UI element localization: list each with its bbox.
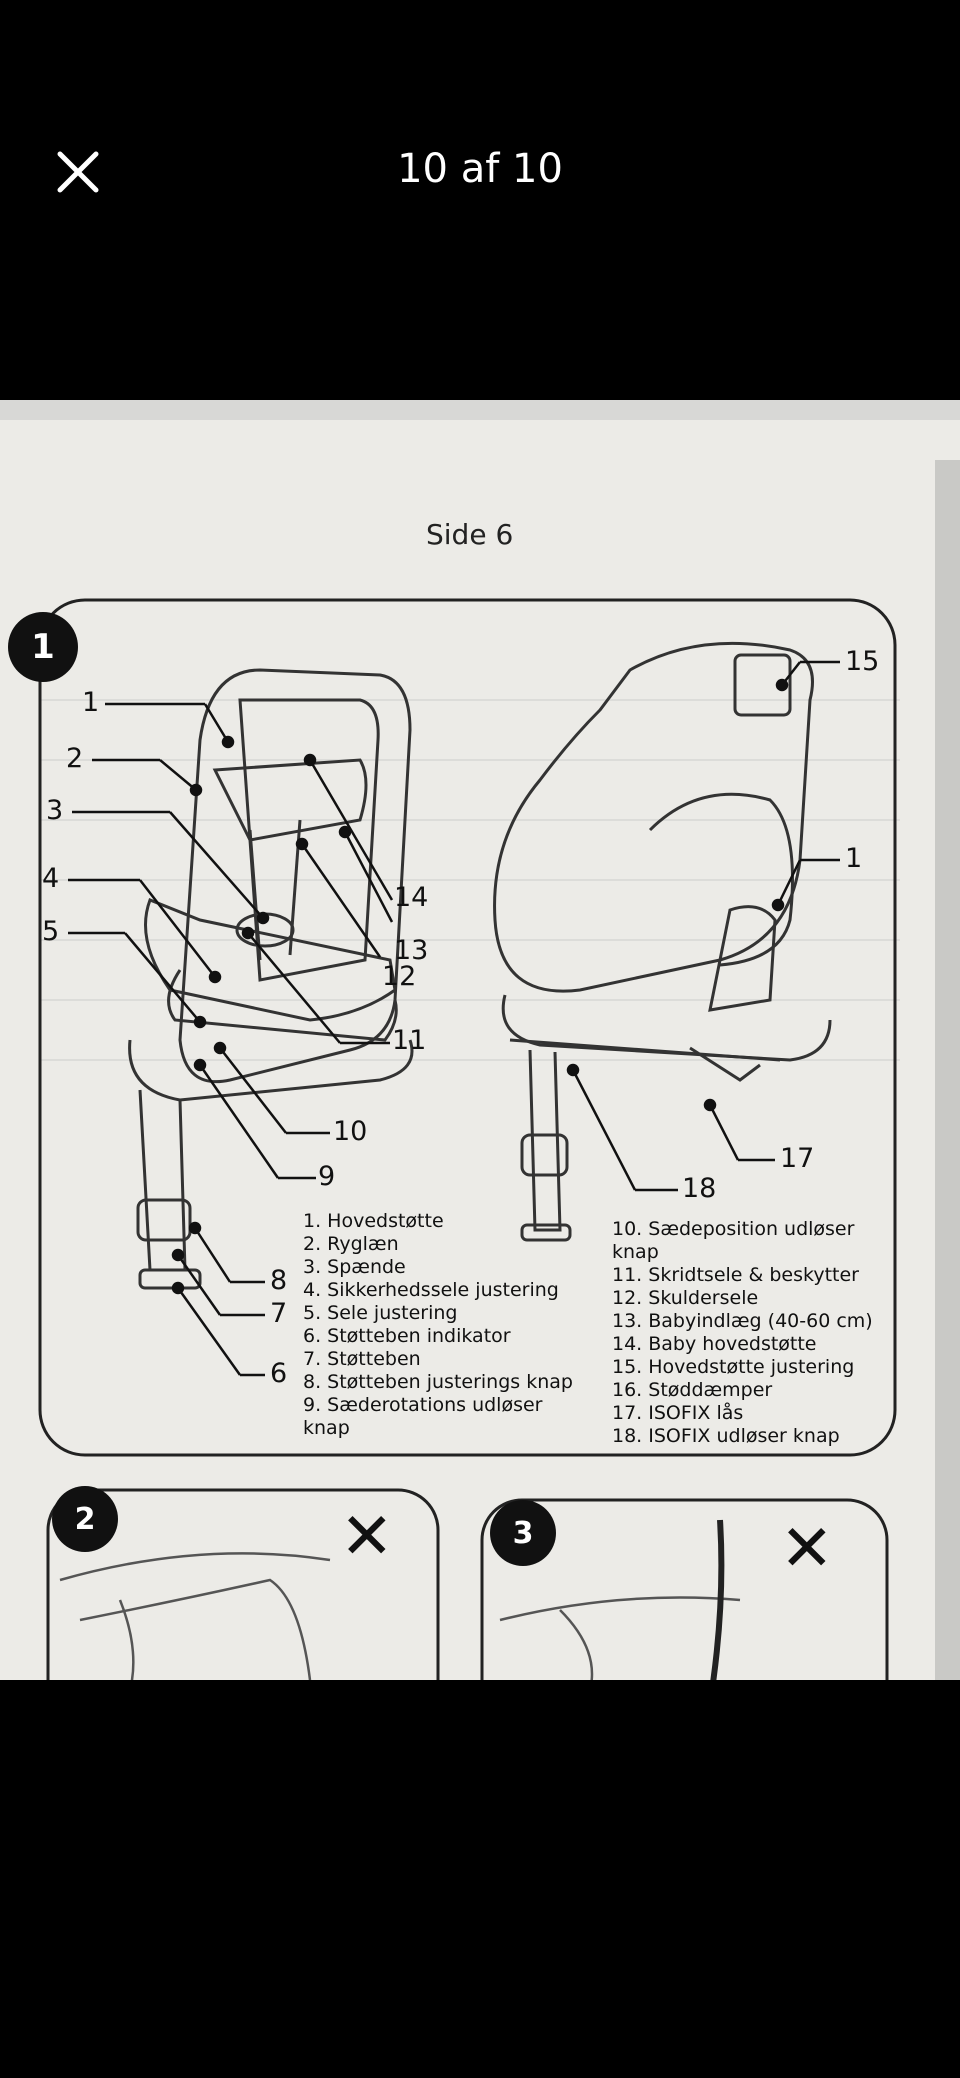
legend-item: 12. Skuldersele xyxy=(612,1287,759,1309)
legend-item: 1. Hovedstøtte xyxy=(303,1210,444,1232)
cross-mark-icon: ✕ xyxy=(780,1512,834,1586)
image-counter: 10 af 10 xyxy=(397,146,563,192)
legend-item: 16. Støddæmper xyxy=(612,1379,773,1401)
legend-item: 13. Babyindlæg (40-60 cm) xyxy=(612,1310,873,1332)
callout-17: 17 xyxy=(780,1143,815,1174)
callout-9: 9 xyxy=(318,1161,336,1192)
legend-right: 10. Sædeposition udløser knap 11. Skridt… xyxy=(612,1218,873,1448)
legend-item: 17. ISOFIX lås xyxy=(612,1402,744,1424)
callout-2: 2 xyxy=(66,743,84,774)
legend-item: 11. Skridtsele & beskytter xyxy=(612,1264,859,1286)
manual-illustration xyxy=(0,400,960,1680)
callout-5: 5 xyxy=(42,916,60,947)
callout-12: 12 xyxy=(382,961,417,992)
callout-13: 13 xyxy=(394,935,429,966)
manual-photo[interactable]: Side 6 1 1 2 3 4 5 14 13 12 11 10 9 8 7 … xyxy=(0,400,960,1680)
legend-item: knap xyxy=(612,1241,659,1263)
callout-18: 18 xyxy=(682,1173,717,1204)
legend-item: 15. Hovedstøtte justering xyxy=(612,1356,855,1378)
callout-11: 11 xyxy=(392,1025,427,1056)
viewer-top-bar: 10 af 10 xyxy=(0,0,960,400)
step-badge-2: 2 xyxy=(52,1486,118,1552)
step-badge-3: 3 xyxy=(490,1500,556,1566)
legend-item: 2. Ryglæn xyxy=(303,1233,399,1255)
legend-item: knap xyxy=(303,1417,350,1439)
legend-item: 18. ISOFIX udløser knap xyxy=(612,1425,840,1447)
legend-left: 1. Hovedstøtte 2. Ryglæn 3. Spænde 4. Si… xyxy=(303,1210,573,1440)
legend-item: 8. Støtteben justerings knap xyxy=(303,1371,573,1393)
callout-14: 14 xyxy=(394,882,429,913)
callout-7: 7 xyxy=(270,1298,288,1329)
step-badge-1: 1 xyxy=(8,612,78,682)
close-icon xyxy=(57,151,99,193)
legend-item: 5. Sele justering xyxy=(303,1302,458,1324)
callout-6: 6 xyxy=(270,1358,288,1389)
callout-1: 1 xyxy=(82,687,100,718)
legend-item: 10. Sædeposition udløser xyxy=(612,1218,855,1240)
legend-item: 4. Sikkerhedssele justering xyxy=(303,1279,559,1301)
page-label: Side 6 xyxy=(426,518,514,551)
callout-4: 4 xyxy=(42,863,60,894)
callout-10: 10 xyxy=(333,1116,368,1147)
close-button[interactable] xyxy=(48,142,108,202)
legend-item: 9. Sæderotations udløser xyxy=(303,1394,543,1416)
callout-15: 15 xyxy=(845,646,880,677)
legend-item: 7. Støtteben xyxy=(303,1348,421,1370)
legend-item: 14. Baby hovedstøtte xyxy=(612,1333,817,1355)
cross-mark-icon: ✕ xyxy=(340,1500,394,1574)
legend-item: 3. Spænde xyxy=(303,1256,406,1278)
viewer-bottom-bar xyxy=(0,1680,960,2078)
callout-3: 3 xyxy=(46,795,64,826)
callout-16-cropped: 1 xyxy=(845,843,863,874)
legend-item: 6. Støtteben indikator xyxy=(303,1325,511,1347)
callout-8: 8 xyxy=(270,1265,288,1296)
